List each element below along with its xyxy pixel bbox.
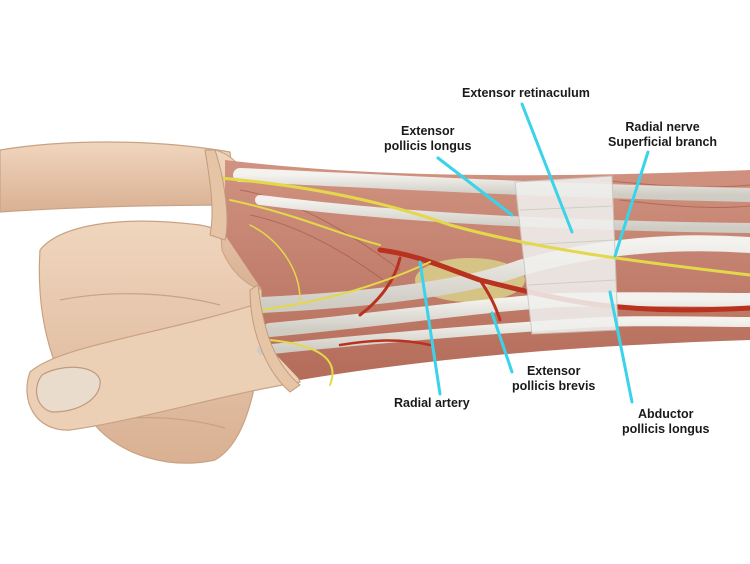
leader-extensor-retinaculum [520, 102, 574, 234]
leader-lines [418, 102, 650, 404]
label-radial-artery: Radial artery [394, 396, 470, 410]
label-extensor-pollicis-longus: Extensor pollicis longus [384, 124, 472, 153]
label-radial-nerve: Radial nerve Superficial branch [608, 120, 718, 149]
skin-flaps [204, 149, 301, 393]
leader-extensor-pollicis-brevis [490, 311, 514, 374]
leader-radial-nerve [613, 150, 650, 258]
extensor-retinaculum [514, 175, 619, 335]
leader-extensor-pollicis-longus [436, 156, 514, 217]
leader-abductor-pollicis-longus [608, 290, 634, 404]
label-extensor-retinaculum: Extensor retinaculum [462, 86, 590, 100]
leader-radial-artery [418, 260, 442, 396]
label-abductor-pollicis-longus: Abductor pollicis longus [622, 407, 710, 436]
label-extensor-pollicis-brevis: Extensor pollicis brevis [512, 364, 596, 393]
radial-nerve [218, 176, 750, 386]
